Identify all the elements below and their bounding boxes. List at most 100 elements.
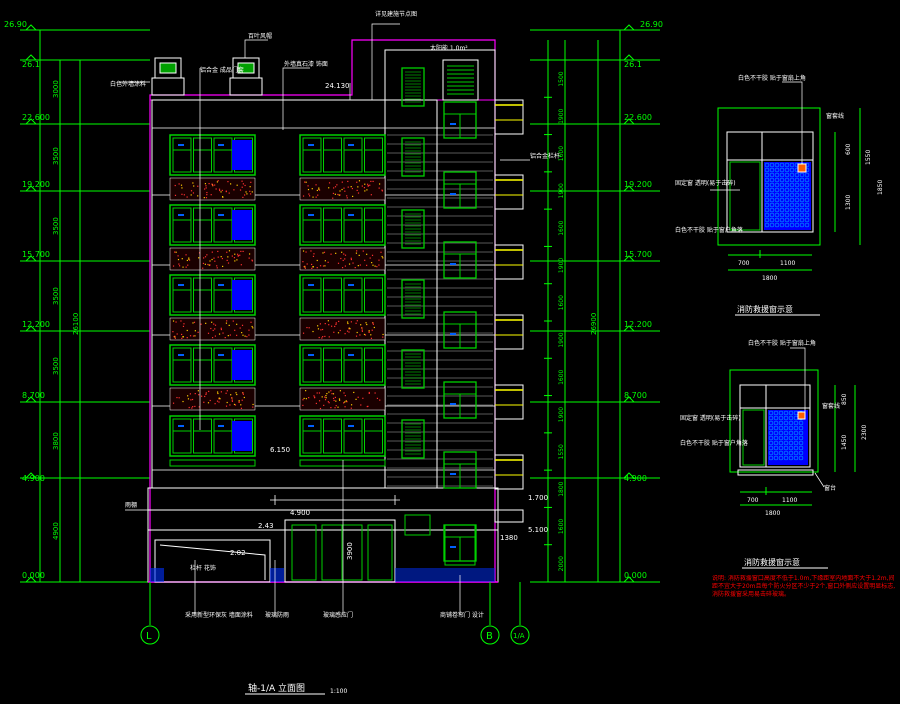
- dim-value: 600: [845, 143, 852, 155]
- elev-mark: 3900: [346, 542, 354, 560]
- balcony: [494, 99, 524, 135]
- dim-value: 1800: [558, 481, 565, 496]
- dim-value: 1600: [558, 519, 565, 534]
- dim-value: 3500: [52, 287, 60, 305]
- left-dimension-chain: [20, 29, 150, 583]
- right-dim-values: 1500190016001900160019001600190016001900…: [544, 59, 565, 571]
- balcony: [494, 244, 524, 280]
- window-frame: [169, 204, 256, 246]
- annotation-labels: 详见建施节点图 百叶风帽 白色外墙涂料 铝合金 成品门套 外墙真石漆 饰面 铝合…: [110, 10, 560, 619]
- dim-value: 1600: [558, 369, 565, 384]
- tower-window: [401, 419, 425, 459]
- window-frame: [299, 344, 386, 386]
- detail-label: 白色不干胶 贴于窗户角落: [675, 226, 743, 234]
- dim-value: 1850: [877, 180, 884, 195]
- dim-value: 700: [738, 260, 750, 267]
- level-label: 0.000: [624, 571, 647, 580]
- note-label: 玻璃防雨: [265, 611, 289, 619]
- design-note: 说明: 消防救援窗口高度不低于1.0m,下缘距室内地面不大于1.2m,间距不宜大…: [712, 575, 896, 598]
- dim-value: 1900: [558, 183, 565, 198]
- dim-value: 1100: [782, 497, 797, 504]
- note-label: 采用新型环保灰 墙面涂料: [185, 611, 253, 619]
- level-label: 12.200: [22, 320, 50, 329]
- dim-total: 26100: [72, 313, 80, 335]
- window-frame: [169, 274, 256, 316]
- tower-window: [401, 279, 425, 319]
- stone-panel: [169, 387, 256, 411]
- dim-value: 2000: [558, 556, 565, 571]
- level-label: 4.900: [624, 474, 647, 483]
- dim-value: 3500: [52, 357, 60, 375]
- elevation-marks: 24.130 6.150 1.700 5.100 2.43 2.02 4.900…: [230, 82, 548, 560]
- solar-label: 太阳能 1.0m²: [430, 44, 468, 52]
- level-label: 8.700: [624, 391, 647, 400]
- axis-markers: L B 1/A: [140, 582, 530, 645]
- dim-value: 3500: [52, 217, 60, 235]
- balcony-railings: [494, 99, 524, 523]
- note-label: 商铺卷帘门 设计: [440, 611, 484, 619]
- note-label: 玻璃感应门: [323, 611, 353, 619]
- tower-window: [401, 209, 425, 249]
- axis-label: B: [486, 631, 493, 642]
- dim-value: 1100: [780, 260, 795, 267]
- dim-value: 3800: [52, 432, 60, 450]
- right-dimension-chain: [530, 29, 660, 583]
- level-label: 26.1: [22, 60, 40, 69]
- detail-label: 窗套线: [826, 112, 844, 120]
- note-label: 外墙真石漆 饰面: [284, 60, 328, 68]
- dim-value: 3000: [52, 80, 60, 98]
- note-label: 白色外墙涂料: [110, 80, 146, 88]
- tower-windows: [401, 67, 477, 562]
- window-frame: [299, 134, 386, 176]
- right-level-markers: [622, 24, 636, 583]
- left-level-markers: [24, 24, 38, 583]
- level-label: 19.200: [22, 180, 50, 189]
- window-frame: [169, 134, 256, 176]
- window-frame: [299, 415, 386, 457]
- level-label: 8.700: [22, 391, 45, 400]
- stone-panel: [299, 247, 386, 271]
- axis-label: 1/A: [513, 632, 525, 640]
- elev-mark: 4.900: [290, 509, 310, 517]
- dim-value: 1800: [765, 510, 780, 517]
- dim-value: 3500: [52, 147, 60, 165]
- dim-value: 850: [841, 393, 848, 405]
- elev-mark: 5.100: [528, 526, 548, 534]
- detail-label: 窗台: [824, 484, 836, 492]
- window-grid: [169, 134, 386, 467]
- dim-value: 1800: [762, 275, 777, 282]
- level-label: 26.90: [4, 20, 27, 29]
- balcony: [494, 174, 524, 210]
- detail-title: 消防救援窗示意: [737, 304, 793, 314]
- detail-label: 窗套线: [822, 402, 840, 410]
- tower-window: [401, 67, 425, 107]
- dim-value: 1600: [558, 295, 565, 310]
- dim-value: 1900: [558, 258, 565, 273]
- detail-fire-window-1: 700 1100 1800 600 1300 1550 1850 白色不干胶 贴…: [675, 74, 884, 316]
- roof-shafts: [151, 57, 263, 96]
- level-label: 19.200: [624, 180, 652, 189]
- dim-value: 1550: [558, 444, 565, 459]
- detail-label: 白色不干胶 贴于窗户角落: [680, 439, 748, 447]
- right-level-labels: 26.90 26.1 22.600 19.200 15.700 12.200 8…: [624, 20, 663, 580]
- dim-value: 1450: [841, 435, 848, 450]
- detail-label: 白色不干胶 贴于窗扇上角: [748, 339, 816, 347]
- level-label: 22.600: [22, 113, 50, 122]
- dim-value: 4900: [52, 522, 60, 540]
- window-frame: [299, 204, 386, 246]
- elev-mark: 6.150: [270, 446, 290, 454]
- podium-details: [150, 495, 495, 583]
- window-frame: [299, 274, 386, 316]
- level-label: 22.600: [624, 113, 652, 122]
- axis-label: L: [146, 631, 152, 642]
- level-label: 12.200: [624, 320, 652, 329]
- detail-label: 白色不干胶 贴于窗扇上角: [738, 74, 806, 82]
- detail-fire-window-2: 700 1100 1800 850 1450 2300 白色不干胶 贴于窗扇上角…: [680, 339, 868, 569]
- dim-value: 1550: [865, 150, 872, 165]
- level-label: 15.700: [22, 250, 50, 259]
- note-label: 铝合金 成品门套: [200, 66, 244, 74]
- dim-value: 1500: [558, 71, 565, 86]
- elev-mark: 1.700: [528, 494, 548, 502]
- note-label: 雨棚: [125, 501, 137, 509]
